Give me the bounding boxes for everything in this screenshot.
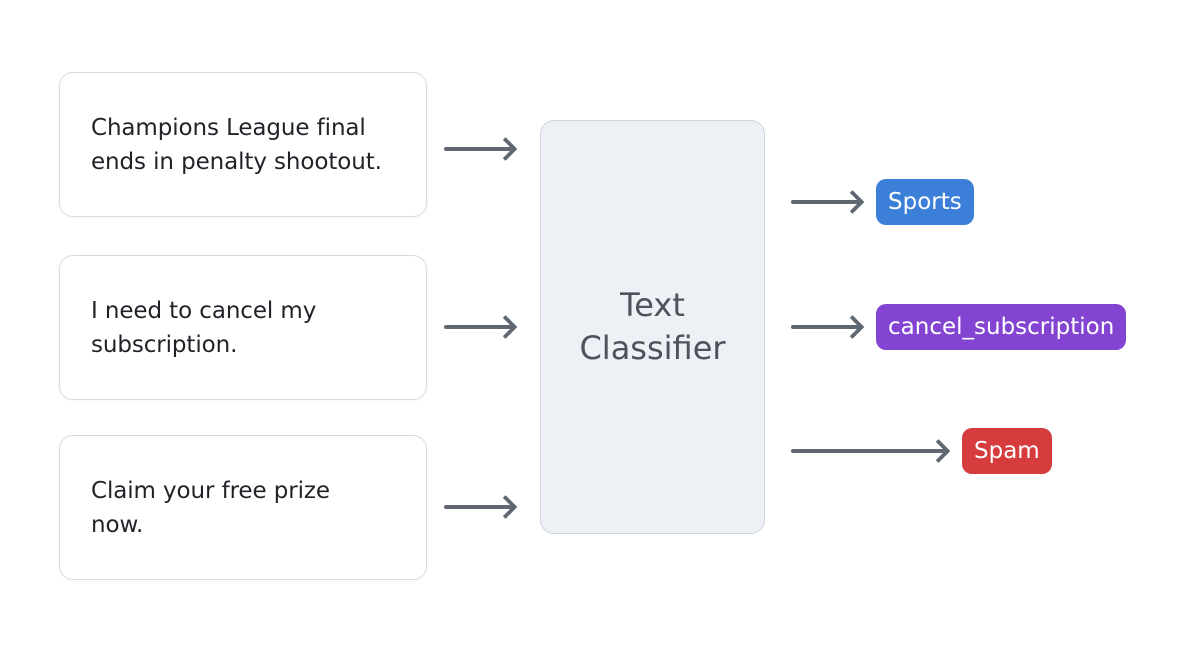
input-text-2: I need to cancel my subscription. xyxy=(91,294,316,362)
input-text-3-line-2: now. xyxy=(91,511,144,538)
arrow-input-3-to-classifier xyxy=(444,505,512,509)
arrow-input-1-to-classifier xyxy=(444,147,512,151)
input-text-1-line-1: Champions League final xyxy=(91,114,366,141)
output-label-sports: Sports xyxy=(876,179,974,225)
input-text-2-line-1: I need to cancel my xyxy=(91,297,317,324)
input-text-2-line-2: subscription. xyxy=(91,331,238,358)
input-text-card-1: Champions League final ends in penalty s… xyxy=(59,72,427,217)
classifier-label-line-1: Text xyxy=(620,286,685,324)
classifier-label-line-2: Classifier xyxy=(579,329,726,367)
input-text-1: Champions League final ends in penalty s… xyxy=(91,111,382,179)
input-text-card-2: I need to cancel my subscription. xyxy=(59,255,427,400)
arrow-classifier-to-spam xyxy=(791,449,945,453)
arrow-input-2-to-classifier xyxy=(444,325,512,329)
output-label-spam: Spam xyxy=(962,428,1052,474)
input-text-3-line-1: Claim your free prize xyxy=(91,477,330,504)
output-label-cancel-subscription: cancel_subscription xyxy=(876,304,1127,350)
input-text-1-line-2: ends in penalty shootout. xyxy=(91,148,382,175)
arrow-classifier-to-sports xyxy=(791,200,859,204)
arrow-classifier-to-cancel-subscription xyxy=(791,325,859,329)
text-classifier-box: Text Classifier xyxy=(540,120,765,534)
input-text-3: Claim your free prize now. xyxy=(91,474,330,542)
input-text-card-3: Claim your free prize now. xyxy=(59,435,427,580)
